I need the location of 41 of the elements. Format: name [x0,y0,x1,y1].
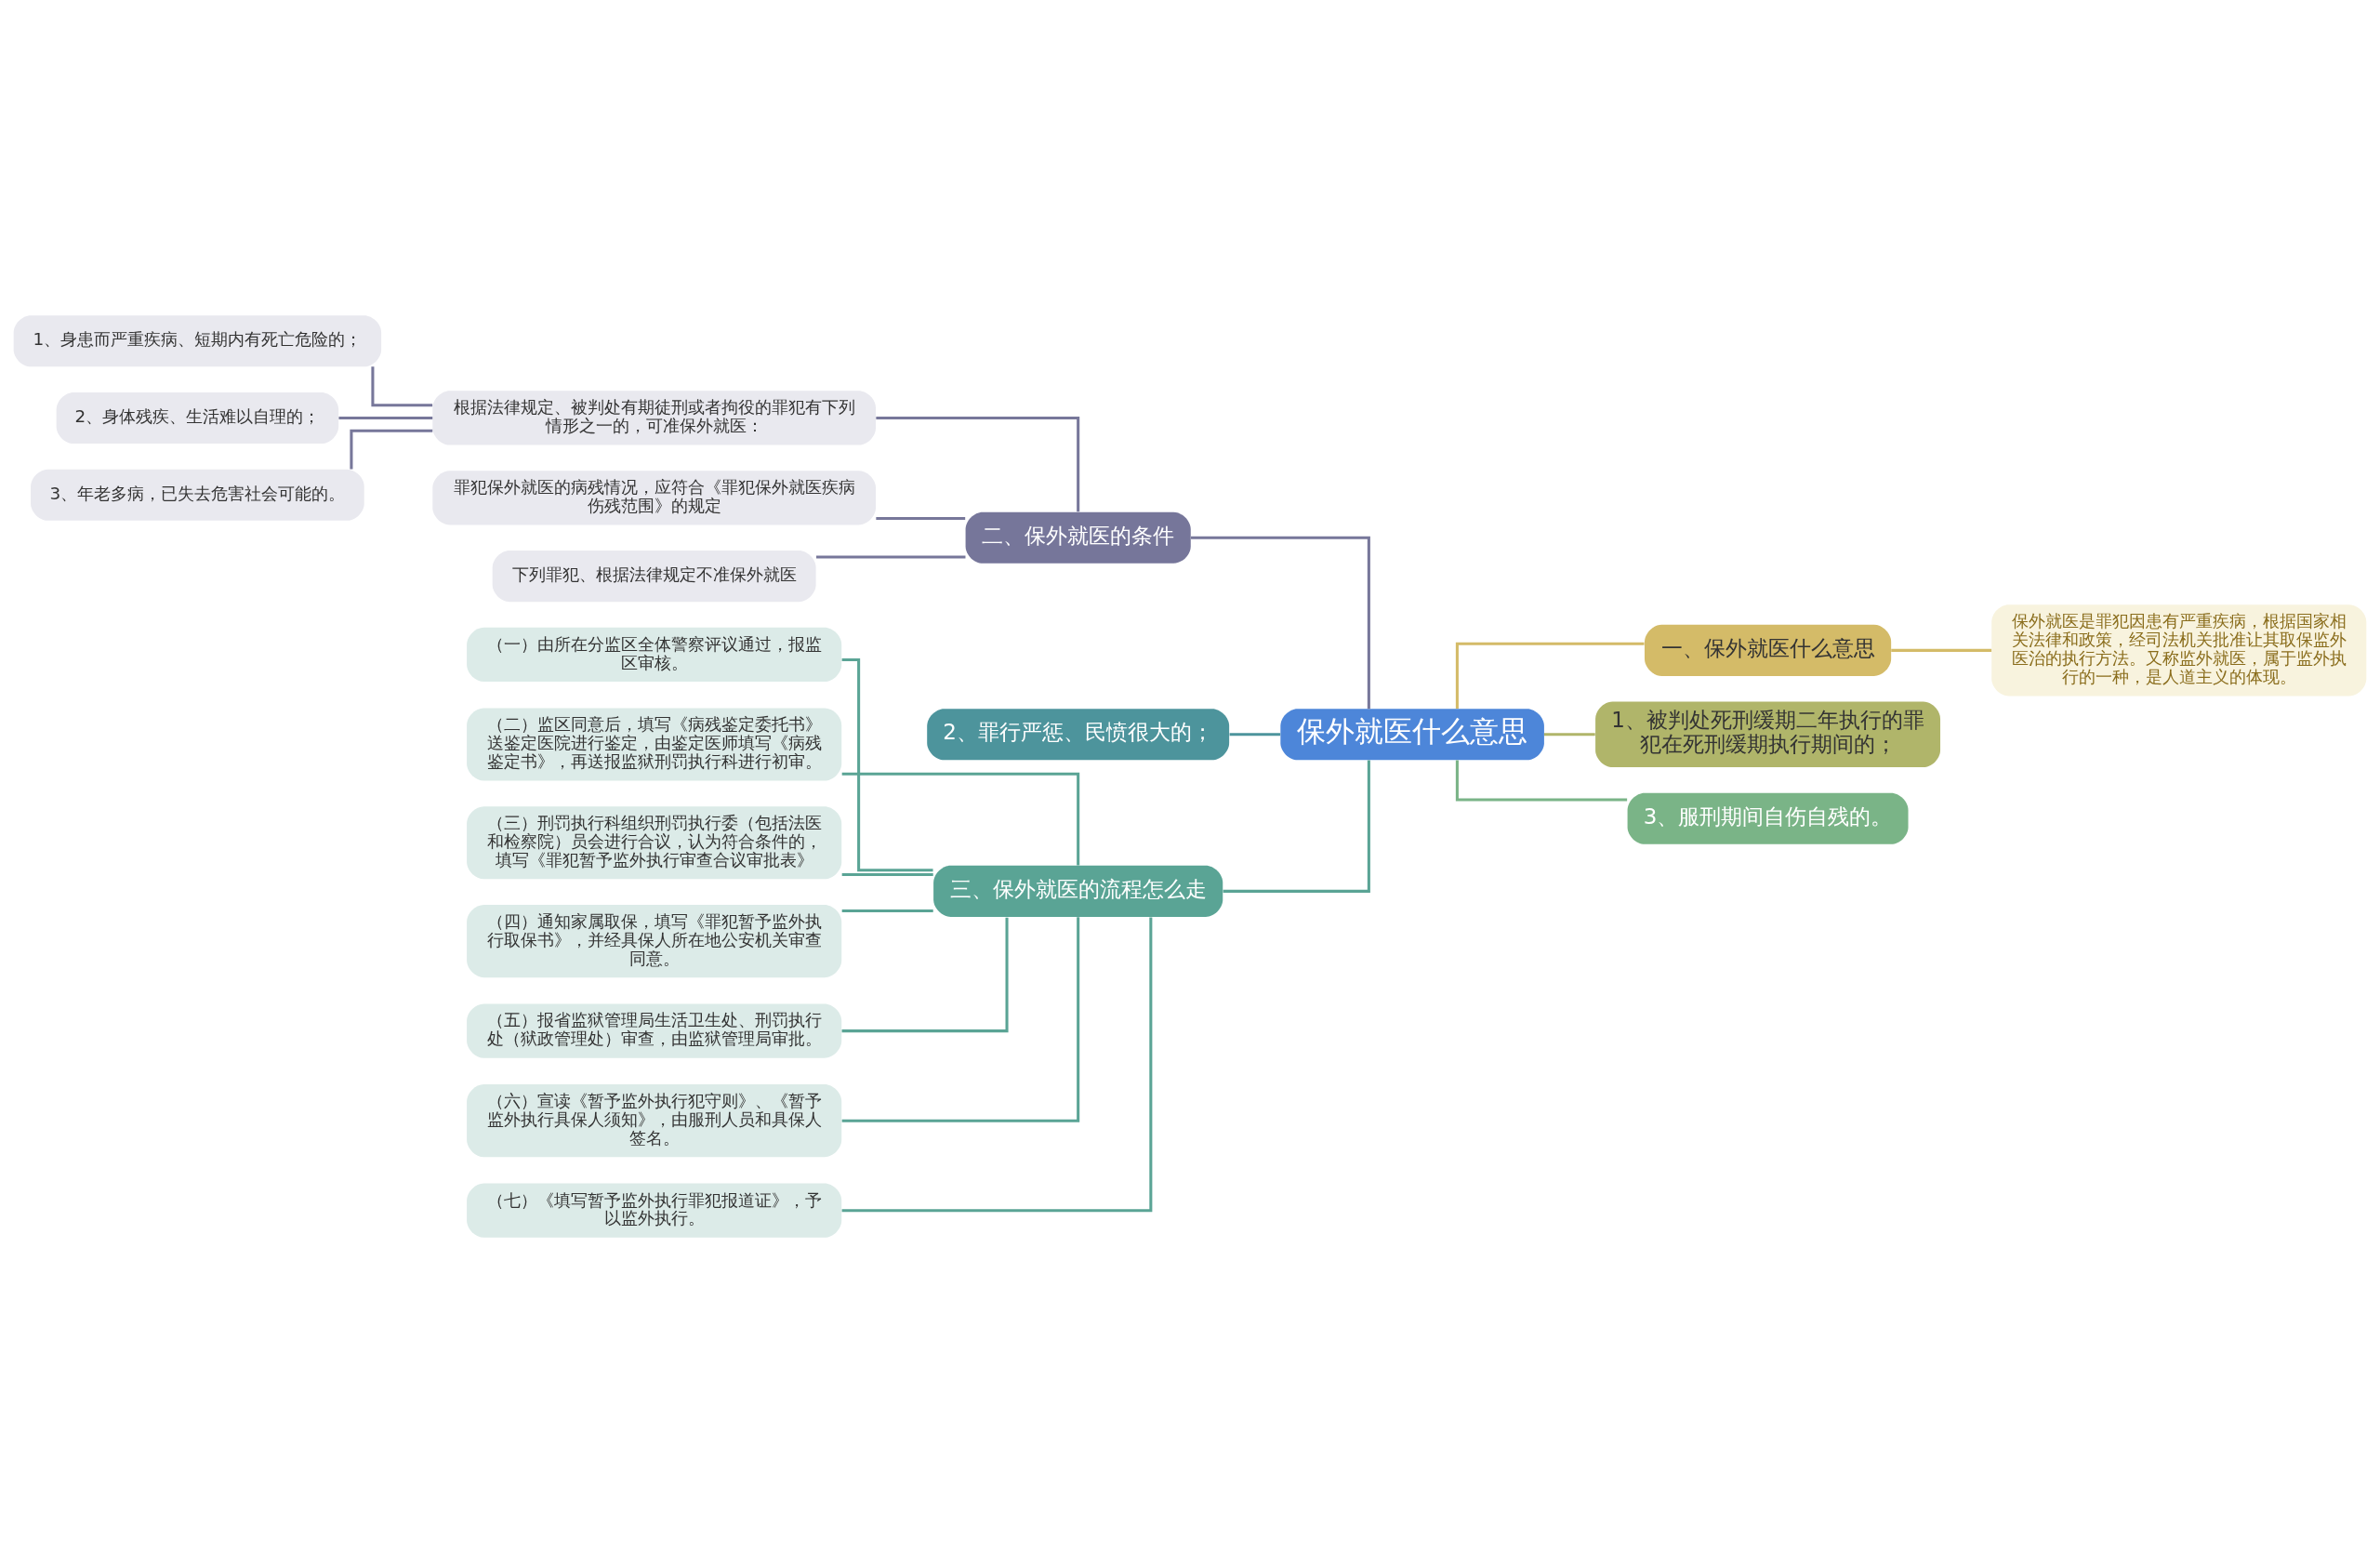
node-box: （七）《填写暂予监外执行罪犯报道证》，予以监外执行。 [467,1183,842,1238]
node-box: （二）监区同意后，填写《病残鉴定委托书》送鉴定医院进行鉴定，由鉴定医师填写《病残鉴定书》，再送报监狱刑罚执行科进行初审。 [467,708,842,781]
node-box: 保外就医是罪犯因患有严重疾病，根据国家相关法律和政策，经司法机关批准让其取保监外医治的执行方法。又称监外就医，属于监外执行的一种，是人道主义的体现。 [1991,604,2367,697]
node-box: （四）通知家属取保，填写《罪犯暂予监外执行取保书》，并经具保人所在地公安机关审查同意。 [467,904,842,978]
node-box: 根据法律规定、被判处有期徒刑或者拘役的罪犯有下列情形之一的，可准保外就医： [432,391,876,445]
node-box: （一）由所在分监区全体警察评议通过，报监区审核。 [467,627,842,683]
node-box: （六）宣读《暂予监外执行犯守则》、《暂予监外执行具保人须知》，由服刑人员和具保人签名。 [467,1084,842,1158]
connector [1544,733,1595,737]
connector [876,416,1080,512]
connector [1223,760,1370,893]
node-box: 3、年老多病，已失去危害社会可能的。 [31,469,364,521]
connector [841,909,933,912]
connector [1891,648,1992,652]
connector [841,917,1080,1122]
node-box: （五）报省监狱管理局生活卫生处、刑罚执行处（狱政管理处）审查，由监狱管理局审批。 [467,1003,842,1058]
connector [841,917,1009,1033]
node-box: （三）刑罚执行科组织刑罚执行委（包括法医和检察院）员会进行合议，认为符合条件的，填写《罪犯暂予监外执行审查合议审批表》 [467,806,842,880]
connector [841,772,1080,866]
node-box: 1、被判处死刑缓期二年执行的罪犯在死刑缓期执行期间的； [1595,701,1941,768]
node-box: 1、身患而严重疾病、短期内有死亡危险的； [13,315,382,367]
connector [1455,760,1628,802]
connector [350,429,433,470]
node-box: 下列罪犯、根据法律规定不准保外就医 [492,551,816,603]
connector [1229,733,1281,737]
node-box: 一、保外就医什么意思 [1644,624,1892,676]
node-box: 2、身体残疾、生活难以自理的； [56,392,339,445]
node-box: 三、保外就医的流程怎么走 [933,865,1223,917]
connector [841,917,1153,1213]
connector [841,872,933,877]
node-box: 罪犯保外就医的病残情况，应符合《罪犯保外就医疾病伤残范围》的规定 [432,471,876,525]
connector [816,555,966,559]
connector [371,366,433,407]
node-box: 二、保外就医的条件 [965,511,1191,564]
connector [1455,642,1645,710]
node-box: 保外就医什么意思 [1280,709,1544,761]
connector [841,658,933,872]
connector [1191,536,1370,710]
node-box: 2、罪行严惩、民愤很大的； [927,709,1230,761]
connector [338,416,433,420]
node-box: 3、服刑期间自伤自残的。 [1627,792,1909,844]
connector [876,517,966,521]
